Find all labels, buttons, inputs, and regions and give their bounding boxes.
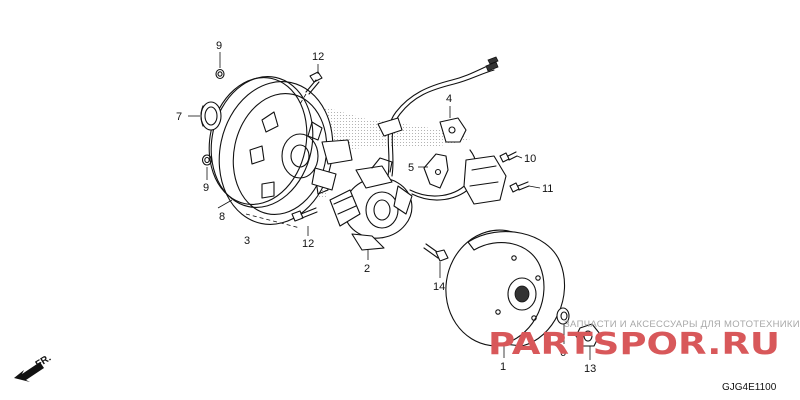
o-ring-part-9-lower — [201, 154, 213, 166]
oil-seal-part-7 — [200, 101, 222, 131]
wire-harness — [377, 56, 499, 201]
bolt-part-11 — [509, 181, 530, 193]
front-direction-arrow: FR. — [14, 353, 53, 382]
callout-3[interactable]: 3 — [244, 235, 250, 247]
callout-6[interactable]: 6 — [560, 347, 566, 359]
o-ring-part-9-upper — [215, 68, 225, 80]
nut-part-13 — [575, 323, 601, 347]
callout-13[interactable]: 13 — [584, 363, 596, 375]
watermark-tagline: ЗАПЧАСТИ И АКСЕССУАРЫ ДЛЯ МОТОТЕХНИКИ — [564, 319, 800, 330]
clamp-part-4 — [439, 117, 467, 143]
washer-part-6 — [556, 307, 570, 325]
callout-12-upper[interactable]: 12 — [312, 51, 324, 63]
callout-7[interactable]: 7 — [176, 111, 182, 123]
clip-part-5 — [423, 153, 449, 189]
stator-base-part-3 — [218, 81, 353, 229]
bolt-part-14 — [423, 243, 449, 262]
bolt-part-12-upper — [299, 71, 323, 105]
callout-1[interactable]: 1 — [500, 361, 506, 373]
bolt-part-12-lower — [291, 207, 318, 222]
callout-9-upper[interactable]: 9 — [216, 40, 222, 52]
shaded-region — [288, 100, 470, 200]
callout-4[interactable]: 4 — [446, 93, 452, 105]
flywheel-part-1 — [445, 229, 565, 347]
watermark-brand: PARTSPOR.RU — [488, 327, 780, 362]
bolt-part-10 — [499, 151, 518, 163]
leader-lines — [188, 52, 591, 360]
callout-labels: 9 12 7 9 8 3 12 4 5 10 11 2 14 1 6 13 — [176, 40, 596, 375]
gasket-part-8 — [208, 76, 314, 208]
callout-8[interactable]: 8 — [219, 211, 225, 223]
callout-11[interactable]: 11 — [542, 183, 553, 195]
callout-5[interactable]: 5 — [408, 162, 414, 174]
callout-12-lower[interactable]: 12 — [302, 238, 314, 250]
callout-10[interactable]: 10 — [524, 153, 536, 165]
callout-2[interactable]: 2 — [364, 263, 370, 275]
diagram-code: GJG4E1100 — [722, 382, 777, 393]
callout-9-lower[interactable]: 9 — [203, 182, 209, 194]
watermark: ЗАПЧАСТИ И АКСЕССУАРЫ ДЛЯ МОТОТЕХНИКИ PA… — [488, 319, 800, 362]
pulse-generator — [463, 155, 507, 205]
callout-14[interactable]: 14 — [433, 281, 445, 293]
stator-coil-part-2 — [329, 157, 413, 251]
